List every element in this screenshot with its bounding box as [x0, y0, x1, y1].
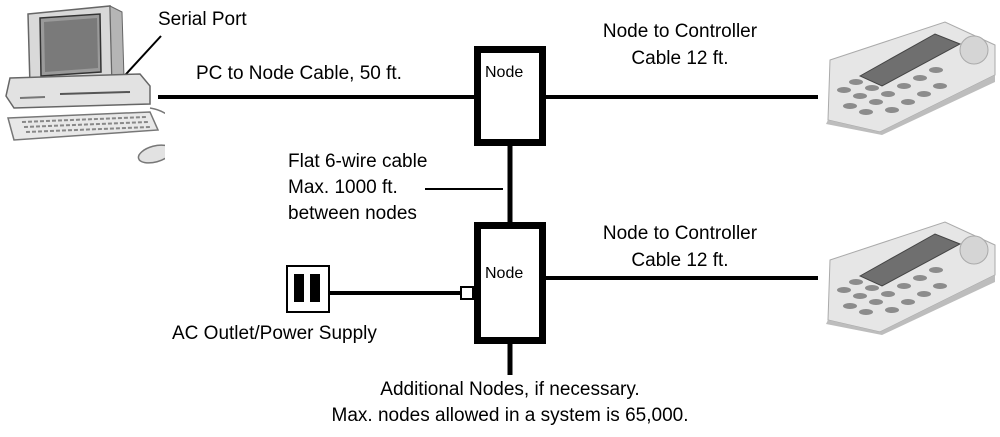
- flat-cable-label-3: between nodes: [288, 203, 417, 224]
- ac-outlet-label: AC Outlet/Power Supply: [172, 323, 377, 344]
- ac-outlet-icon: [286, 265, 330, 313]
- power-connector: [460, 286, 474, 300]
- ctrl-cable-top-label-1: Node to Controller: [602, 21, 758, 42]
- node-bottom-label: Node: [485, 265, 524, 282]
- node-top: [474, 46, 546, 146]
- additional-nodes-label-1: Additional Nodes, if necessary.: [380, 379, 640, 400]
- additional-nodes-label-2: Max. nodes allowed in a system is 65,000…: [331, 405, 689, 426]
- desktop-computer-icon: [5, 5, 165, 164]
- node-top-label: Node: [485, 64, 524, 81]
- keypad-controller-icon: [826, 221, 996, 335]
- pc-cable-label: PC to Node Cable, 50 ft.: [196, 63, 402, 84]
- flat-cable-label-2: Max. 1000 ft.: [288, 177, 398, 198]
- node-bottom: [474, 222, 546, 344]
- keypad-controller-icon: [826, 21, 996, 135]
- ctrl-cable-bottom-label-1: Node to Controller: [602, 223, 758, 244]
- ctrl-cable-bottom-label-2: Cable 12 ft.: [631, 250, 729, 271]
- flat-cable-label-1: Flat 6-wire cable: [288, 151, 428, 172]
- serial-port-label: Serial Port: [158, 9, 247, 30]
- ctrl-cable-top-label-2: Cable 12 ft.: [631, 48, 729, 69]
